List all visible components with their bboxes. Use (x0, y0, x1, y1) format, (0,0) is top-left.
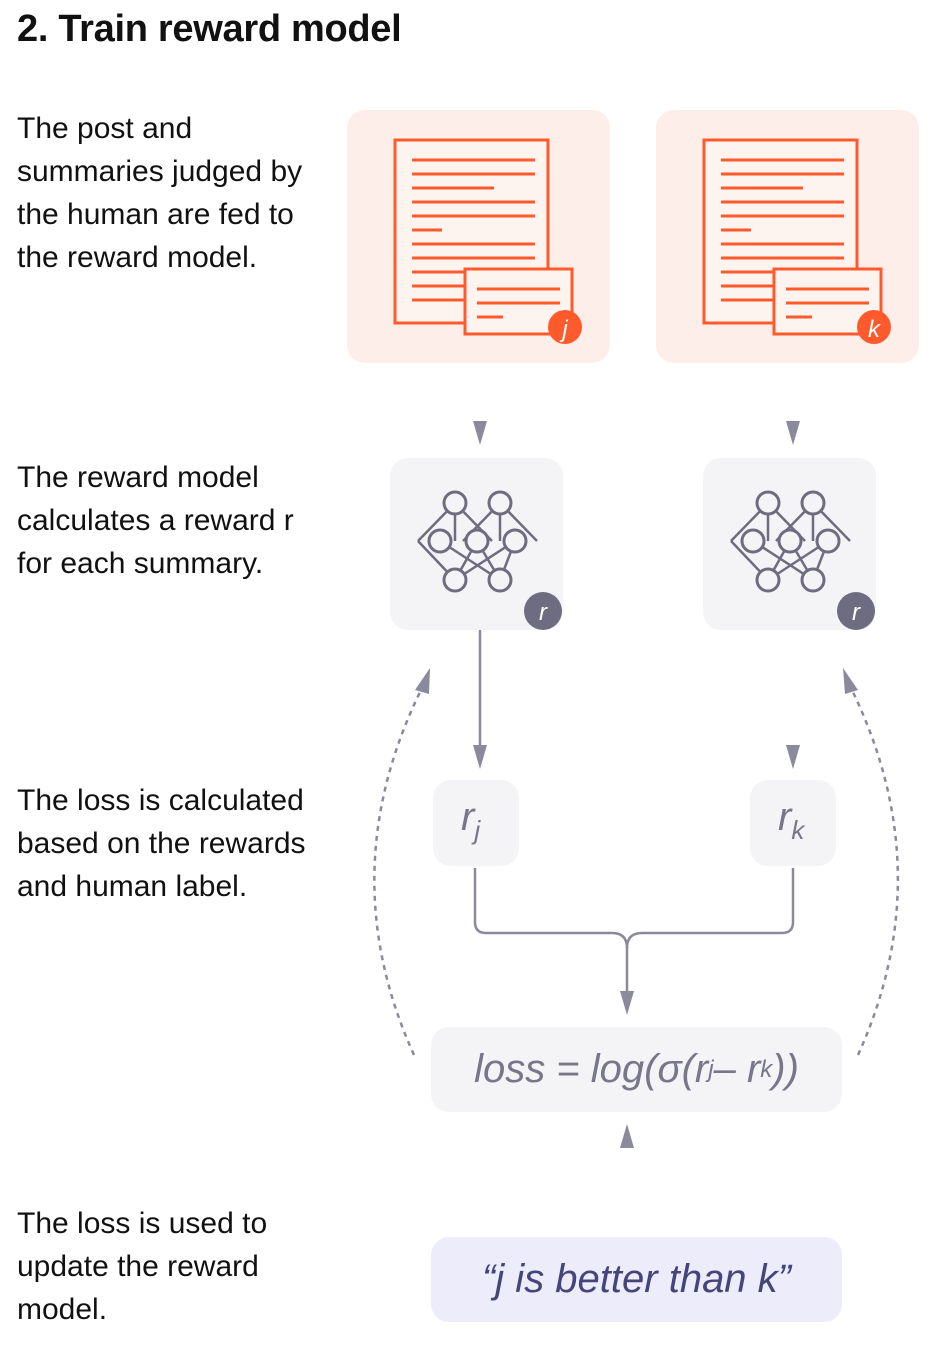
feedback-arrow-right (847, 683, 900, 1056)
svg-text:r: r (852, 599, 861, 626)
reward-label-j: rj (461, 795, 481, 845)
arrow-up-icon (620, 1124, 634, 1148)
arrow-down-icon (786, 421, 800, 445)
step-description-loss: The loss is calculated based on the rewa… (17, 784, 306, 903)
step-description-update: The loss is used to update the reward mo… (17, 1207, 268, 1326)
reward-label-k: rk (778, 795, 805, 845)
arrows (415, 421, 858, 1148)
arrow-up-icon (843, 668, 858, 694)
document-icon-j: j (393, 138, 584, 346)
arrow-down-icon (473, 421, 487, 445)
arrow-up-icon (415, 668, 430, 694)
reward-box-k (750, 780, 836, 866)
page-title: 2. Train reward model (17, 8, 402, 50)
arrow-down-icon (620, 991, 634, 1015)
connectors (373, 630, 900, 1056)
arrow-down-icon (786, 745, 800, 769)
human-label-text: “j is better than k” (481, 1257, 791, 1301)
step-description-input: The post and summaries judged by the hum… (17, 112, 303, 274)
arrow-down-icon (473, 745, 487, 769)
step-description-reward: The reward model calculates a reward r f… (17, 461, 294, 580)
document-badge-k: k (868, 316, 882, 343)
svg-text:r: r (539, 599, 548, 626)
neural-network-icon-k (729, 490, 852, 593)
document-badge-j: j (559, 316, 568, 343)
human-label-box (431, 1237, 842, 1322)
loss-box (431, 1027, 842, 1112)
feedback-arrow-left (373, 683, 426, 1056)
reward-badge-j: r (524, 592, 562, 630)
reward-box-j (433, 780, 519, 866)
neural-network-icon-j (416, 490, 539, 593)
reward-badge-k: r (837, 592, 875, 630)
document-icon-k: k (702, 138, 893, 346)
